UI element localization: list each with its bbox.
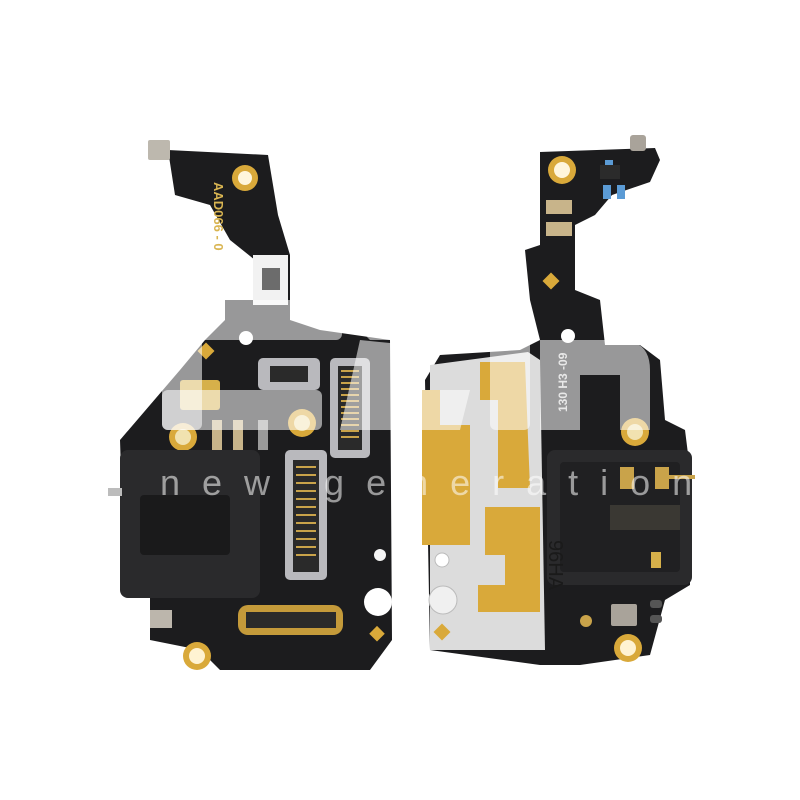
right-board-mid: H3 bbox=[556, 373, 570, 389]
jack-marking: 96HA bbox=[544, 540, 566, 591]
watermark-tagline: new generation bbox=[160, 462, 715, 503]
right-board-suffix: -09 bbox=[556, 352, 570, 370]
right-board-code: 130 bbox=[556, 391, 570, 412]
watermark-logo bbox=[162, 300, 650, 430]
left-board-marking: AAD066 - 0 bbox=[211, 182, 226, 251]
left-board-code: AAD066 bbox=[211, 182, 226, 232]
left-board-suffix: - 0 bbox=[211, 235, 226, 251]
right-board-marking: 130 H3 -09 bbox=[556, 353, 570, 412]
top-contact bbox=[148, 140, 170, 160]
